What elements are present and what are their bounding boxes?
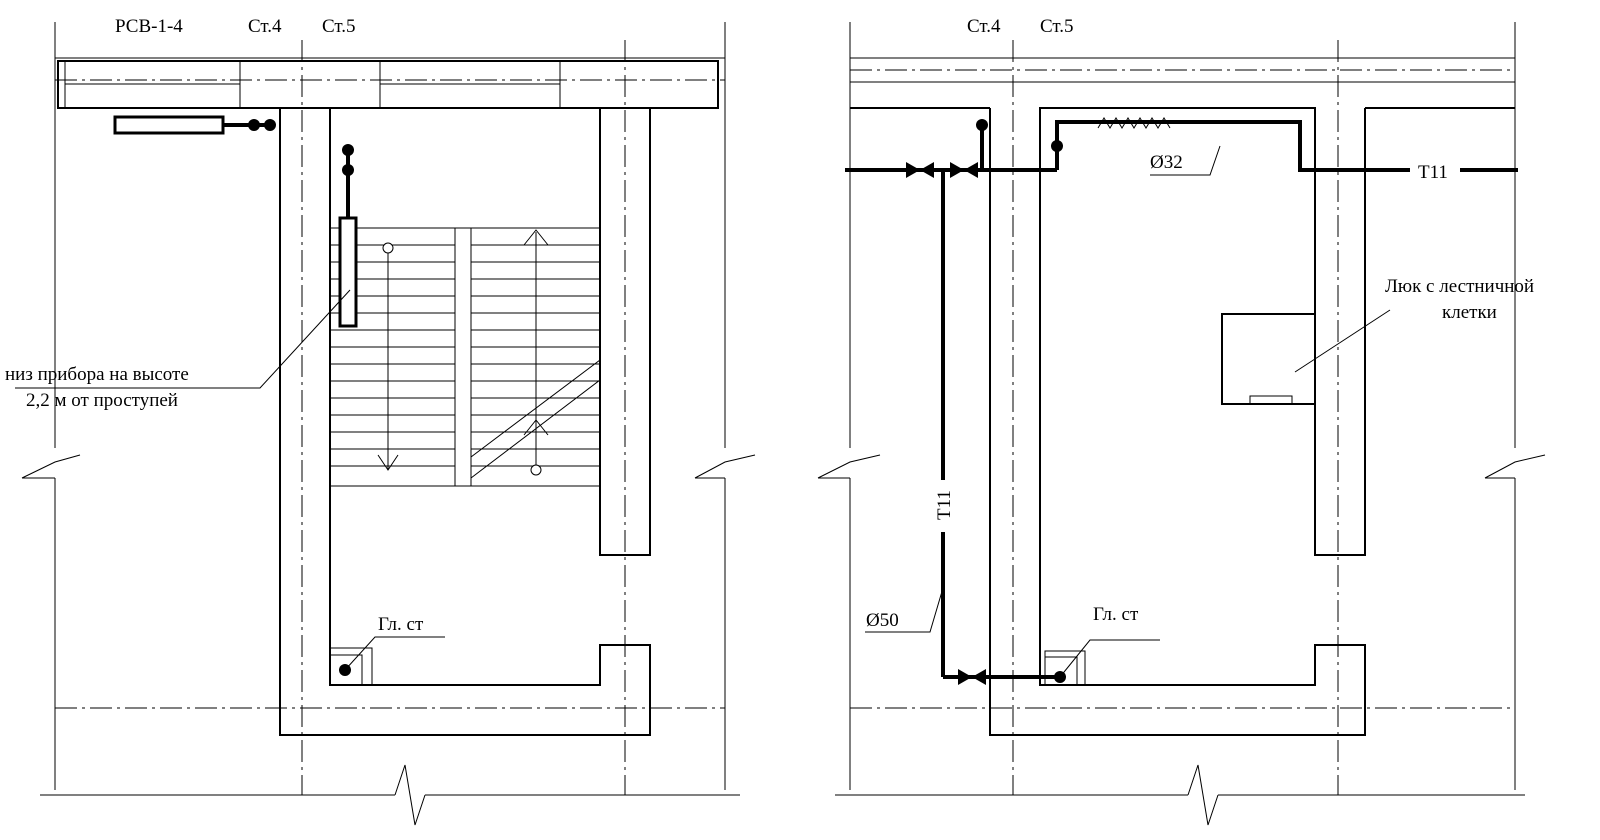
right-piping bbox=[845, 117, 1518, 686]
right-pipe-diameter-top: Ø32 bbox=[1150, 152, 1183, 173]
left-leaders bbox=[15, 289, 445, 671]
left-device-mark: РСВ-1-4 bbox=[115, 16, 183, 37]
right-plan: Ст.4 Ст.5 Ø32 Т11 Т11 Ø50 Люк с лестничн… bbox=[817, 16, 1546, 826]
right-roof-hatch bbox=[1221, 313, 1316, 405]
left-stairwell-walls bbox=[279, 107, 651, 736]
right-stairwell-walls bbox=[850, 107, 1515, 736]
left-piping bbox=[113, 115, 373, 686]
right-pipe-code-right: Т11 bbox=[1418, 162, 1448, 183]
left-building-outline bbox=[21, 22, 756, 826]
right-axis-st4-label: Ст.4 bbox=[967, 16, 1001, 37]
left-main-riser-label: Гл. ст bbox=[378, 614, 424, 635]
left-device-note-line2: 2,2 м от проступей bbox=[26, 390, 178, 411]
left-plan: РСВ-1-4 Ст.4 Ст.5 низ прибора на высоте … bbox=[5, 16, 756, 826]
left-axis-st5-label: Ст.5 bbox=[322, 16, 356, 37]
left-device-note-line1: низ прибора на высоте bbox=[5, 364, 189, 385]
right-pipe-diameter-riser: Ø50 bbox=[866, 610, 899, 631]
right-hatch-note-line1: Люк с лестничной bbox=[1385, 276, 1534, 297]
right-pipe-code-vertical: Т11 bbox=[934, 490, 955, 520]
right-hatch-note-line2: клетки bbox=[1442, 302, 1497, 323]
left-staircase bbox=[330, 227, 601, 487]
left-axis-st4-label: Ст.4 bbox=[248, 16, 282, 37]
right-axis-lines bbox=[850, 40, 1515, 795]
right-main-riser-label: Гл. ст bbox=[1093, 604, 1139, 625]
right-leaders bbox=[865, 145, 1391, 678]
left-device-vertical bbox=[338, 216, 358, 328]
left-device-rsv bbox=[113, 115, 225, 135]
left-top-wall-band bbox=[57, 60, 719, 109]
right-axis-st5-label: Ст.5 bbox=[1040, 16, 1074, 37]
left-axis-lines bbox=[55, 40, 725, 795]
right-building-outline bbox=[817, 22, 1546, 826]
